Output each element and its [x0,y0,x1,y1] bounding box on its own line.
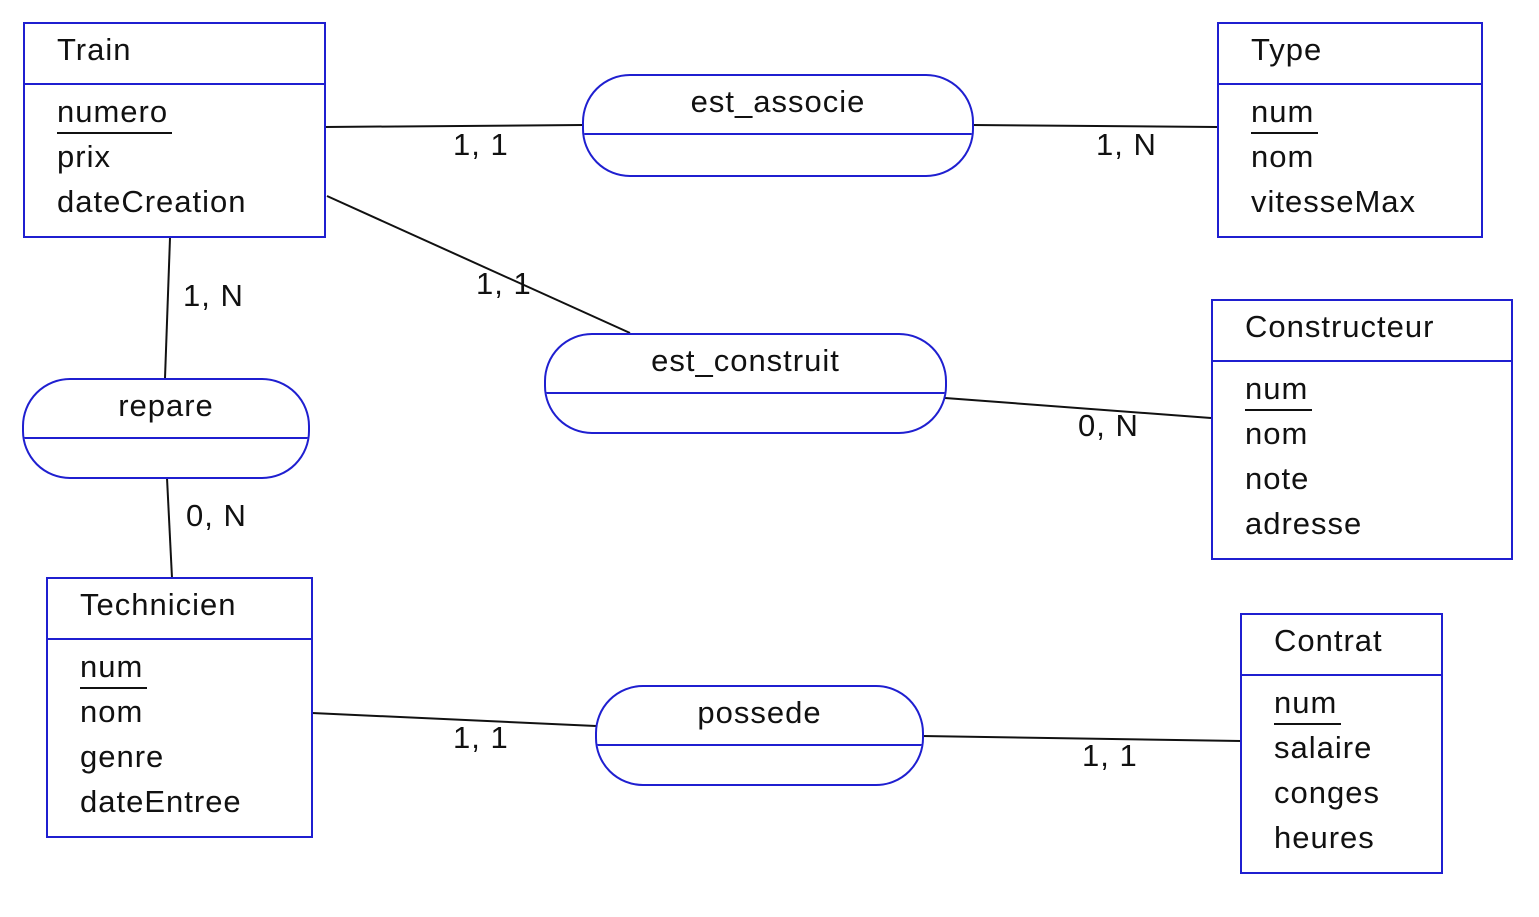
entity-attribute-key: num [1251,89,1481,134]
cardinality-train-repare: 1, N [183,278,244,313]
cardinality-contrat-possede: 1, 1 [1082,738,1138,773]
entity-title: Train [25,24,324,85]
line-possede-contrat [921,735,1242,742]
entity-attribute: salaire [1274,730,1373,765]
cardinality-technicien-repare: 0, N [186,498,247,533]
association-possede: possede [595,685,924,786]
cardinality-train-est-associe: 1, 1 [453,127,509,162]
line-est-construit-constructeur [944,397,1212,419]
entity-attribute: prix [57,139,111,174]
line-train-repare [164,237,171,379]
entity-attribute: conges [1274,775,1380,810]
entity-attribute: nom [1245,416,1309,451]
cardinality-technicien-possede: 1, 1 [453,720,509,755]
entity-contrat: Contrat num salaire conges heures [1240,613,1443,874]
line-est-associe-type [971,124,1218,128]
association-est-associe: est_associe [582,74,974,177]
entity-attribute: note [1245,461,1310,496]
entity-attribute-key: num [1274,680,1441,725]
entity-technicien: Technicien num nom genre dateEntree [46,577,313,838]
entity-attribute-key: num [80,644,311,689]
cardinality-constructeur-est-construit: 0, N [1078,408,1139,443]
line-train-est-associe [324,124,584,128]
line-technicien-possede [311,712,597,727]
association-label: est_construit [546,335,945,394]
entity-title: Type [1219,24,1481,85]
association-label: repare [24,380,308,439]
entity-attribute: heures [1274,820,1375,855]
entity-attribute-key: num [1245,366,1511,411]
cardinality-train-est-construit: 1, 1 [476,266,532,301]
entity-attribute: dateEntree [80,784,242,819]
association-label: est_associe [584,76,972,135]
entity-attribute: nom [1251,139,1315,174]
entity-train: Train numero prix dateCreation [23,22,326,238]
entity-attribute-key: numero [57,89,324,134]
entity-attribute: adresse [1245,506,1363,541]
line-train-est-construit [326,195,631,334]
entity-title: Constructeur [1213,301,1511,362]
entity-type: Type num nom vitesseMax [1217,22,1483,238]
association-repare: repare [22,378,310,479]
entity-attribute: genre [80,739,165,774]
association-label: possede [597,687,922,746]
entity-attribute: nom [80,694,144,729]
entity-constructeur: Constructeur num nom note adresse [1211,299,1513,560]
cardinality-type-est-associe: 1, N [1096,127,1157,162]
line-repare-technicien [166,477,173,579]
entity-attribute: dateCreation [57,184,247,219]
entity-title: Contrat [1242,615,1441,676]
entity-attribute: vitesseMax [1251,184,1417,219]
association-est-construit: est_construit [544,333,947,434]
entity-title: Technicien [48,579,311,640]
